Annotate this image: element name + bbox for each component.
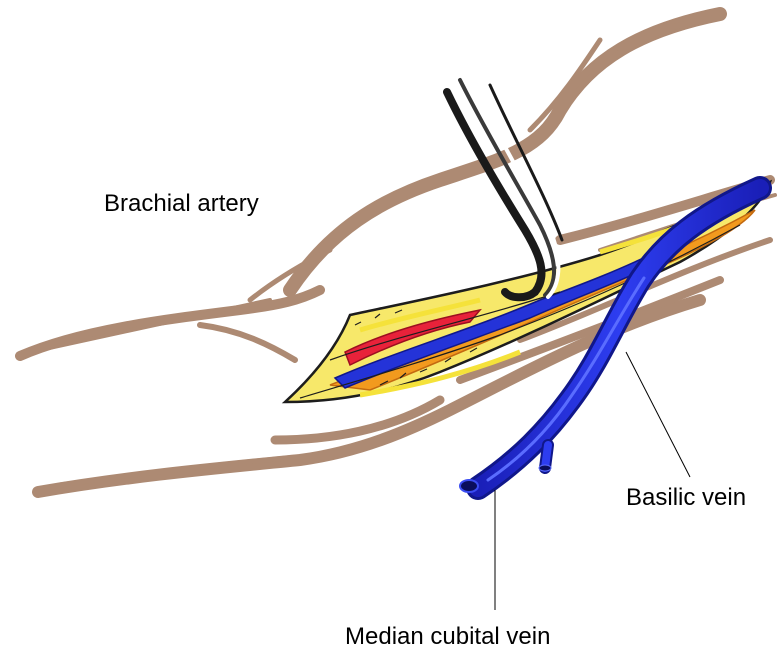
median-cubital-vein-end (460, 480, 478, 492)
median-cubital-vein-label: Median cubital vein (345, 625, 550, 649)
basilic-vein-leader (626, 352, 690, 477)
leader-lines (495, 352, 690, 610)
basilic-vein-label: Basilic vein (626, 486, 746, 510)
brachial-artery-label: Brachial artery (104, 192, 259, 216)
